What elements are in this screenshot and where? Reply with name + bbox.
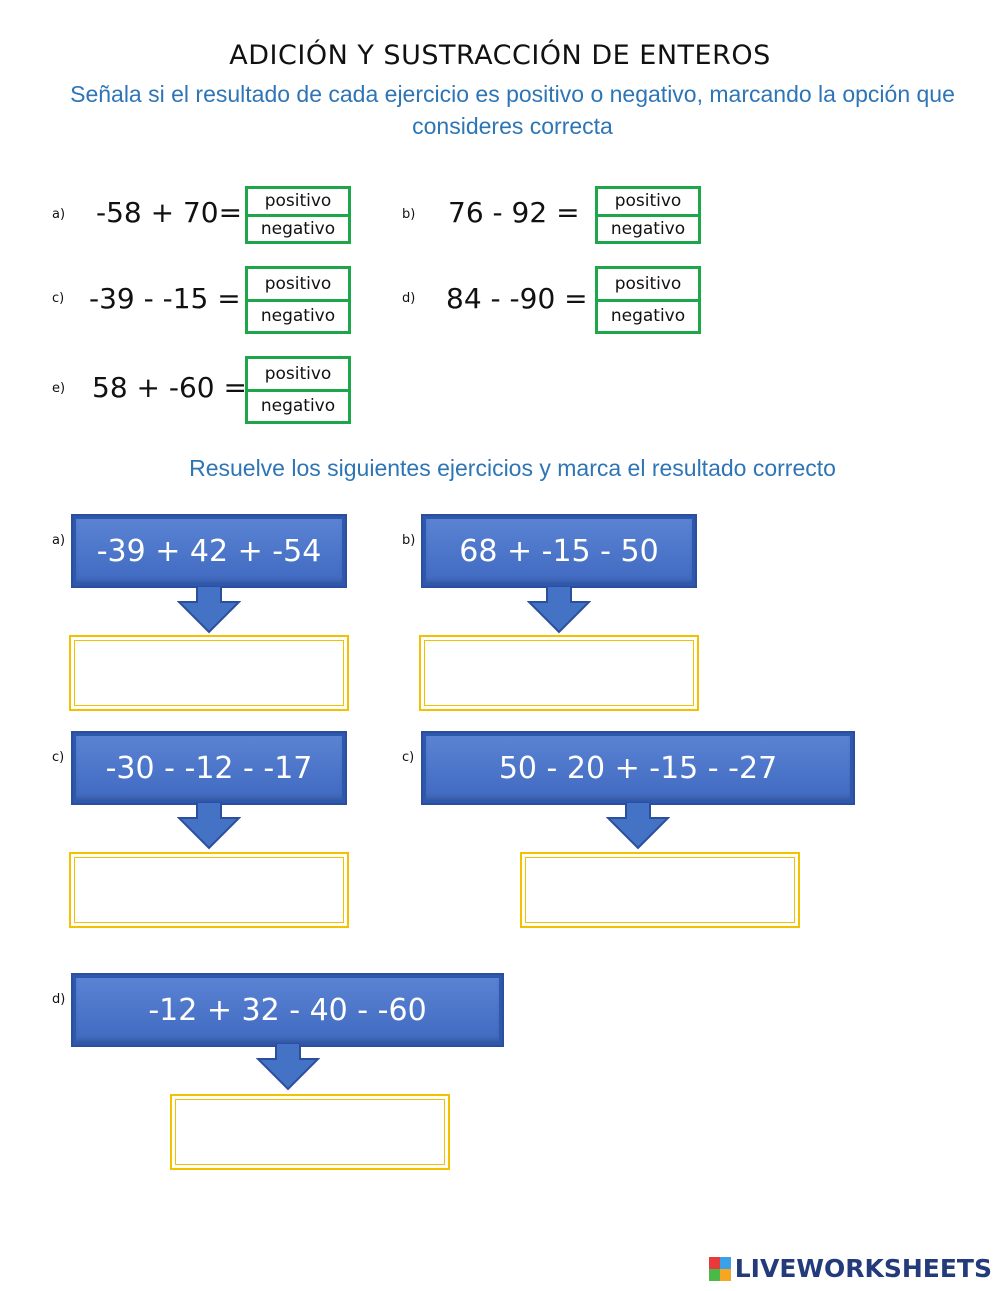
sign-choice-a: positivo negativo [245,186,351,244]
option-negativo[interactable]: negativo [248,213,348,242]
exercise-letter: b) [402,207,416,222]
down-arrow-icon [527,586,591,634]
sign-choice-b: positivo negativo [595,186,701,244]
option-negativo[interactable]: negativo [248,298,348,332]
down-arrow-icon [256,1043,320,1091]
sign-expression: -58 + 70= [96,196,243,229]
page-title: ADICIÓN Y SUSTRACCIÓN DE ENTEROS [229,40,771,71]
sign-expression: 76 - 92 = [448,196,580,229]
sign-expression: 58 + -60 = [92,371,247,404]
down-arrow-icon [177,586,241,634]
sign-expression: -39 - -15 = [89,282,241,315]
exercise-letter: e) [52,381,66,396]
answer-box[interactable] [520,852,800,928]
answer-box[interactable] [170,1094,450,1170]
expression-box: 50 - 20 + -15 - -27 [421,731,855,805]
sign-expression: 84 - -90 = [446,282,588,315]
option-positivo[interactable]: positivo [614,273,682,294]
expression-box: -39 + 42 + -54 [71,514,347,588]
expression-box: 68 + -15 - 50 [421,514,697,588]
instructions-part-2: Resuelve los siguientes ejercicios y mar… [189,455,836,481]
option-negativo[interactable]: negativo [248,388,348,422]
down-arrow-icon [606,802,670,850]
exercise-letter: d) [52,992,66,1007]
exercise-letter: a) [52,207,66,222]
exercise-letter: c) [402,750,415,765]
expression-box: -12 + 32 - 40 - -60 [71,973,504,1047]
sign-choice-d: positivo negativo [595,266,701,334]
expression-box: -30 - -12 - -17 [71,731,347,805]
option-negativo[interactable]: negativo [598,298,698,332]
down-arrow-icon [177,802,241,850]
exercise-letter: c) [52,291,65,306]
logo-text: LIVEWORKSHEETS [734,1254,992,1283]
exercise-letter: d) [402,291,416,306]
option-positivo[interactable]: positivo [264,191,332,212]
exercise-letter: c) [52,750,65,765]
option-negativo[interactable]: negativo [598,213,698,242]
option-positivo[interactable]: positivo [264,363,332,384]
sign-choice-e: positivo negativo [245,356,351,424]
logo-mark-icon [708,1256,731,1281]
answer-box[interactable] [419,635,699,711]
exercise-letter: b) [402,533,416,548]
sign-choice-c: positivo negativo [245,266,351,334]
answer-box[interactable] [69,852,349,928]
instructions-part-1: Señala si el resultado de cada ejercicio… [70,81,955,139]
option-positivo[interactable]: positivo [614,191,682,212]
liveworksheets-logo: LIVEWORKSHEETS [708,1254,992,1283]
answer-box[interactable] [69,635,349,711]
option-positivo[interactable]: positivo [264,273,332,294]
exercise-letter: a) [52,533,66,548]
